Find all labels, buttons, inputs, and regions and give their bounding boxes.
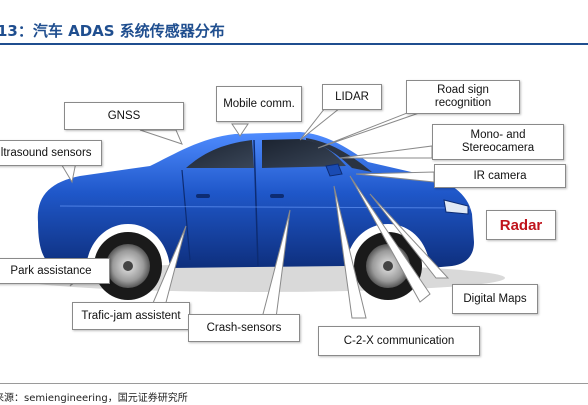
- ultrasound-label: Ultrasound sensors: [0, 140, 102, 166]
- ir-camera-label: IR camera: [434, 164, 566, 188]
- park-assistance-label: Park assistance: [0, 258, 110, 284]
- mono-stereo-camera-label: Mono- and Stereocamera: [432, 124, 564, 160]
- figure-title: 13：汽车 ADAS 系统传感器分布: [0, 22, 225, 40]
- mobile-comm-label: Mobile comm.: [216, 86, 302, 122]
- side-window-rear: [186, 140, 254, 168]
- side-window-front: [262, 139, 346, 168]
- title-divider: [0, 43, 588, 45]
- crash-sensors-label: Crash-sensors: [188, 314, 300, 342]
- road-sign-label: Road sign recognition: [406, 80, 520, 114]
- lidar-label: LIDAR: [322, 84, 382, 110]
- c2x-communication-label: C-2-X communication: [318, 326, 480, 356]
- radar-label: Radar: [486, 210, 556, 240]
- adas-diagram: GNSS Mobile comm. LIDAR Road sign recogn…: [0, 46, 588, 382]
- trafic-jam-label: Trafic-jam assistent: [72, 302, 190, 330]
- gnss-label: GNSS: [64, 102, 184, 130]
- figure-header: 13：汽车 ADAS 系统传感器分布: [0, 0, 588, 45]
- digital-maps-label: Digital Maps: [452, 284, 538, 314]
- windshield: [306, 138, 372, 172]
- source-note: 来源：semiengineering，国元证券研究所: [0, 393, 188, 404]
- rear-wheel: [94, 232, 162, 300]
- source-divider: [0, 383, 588, 384]
- car-illustration: [15, 103, 505, 319]
